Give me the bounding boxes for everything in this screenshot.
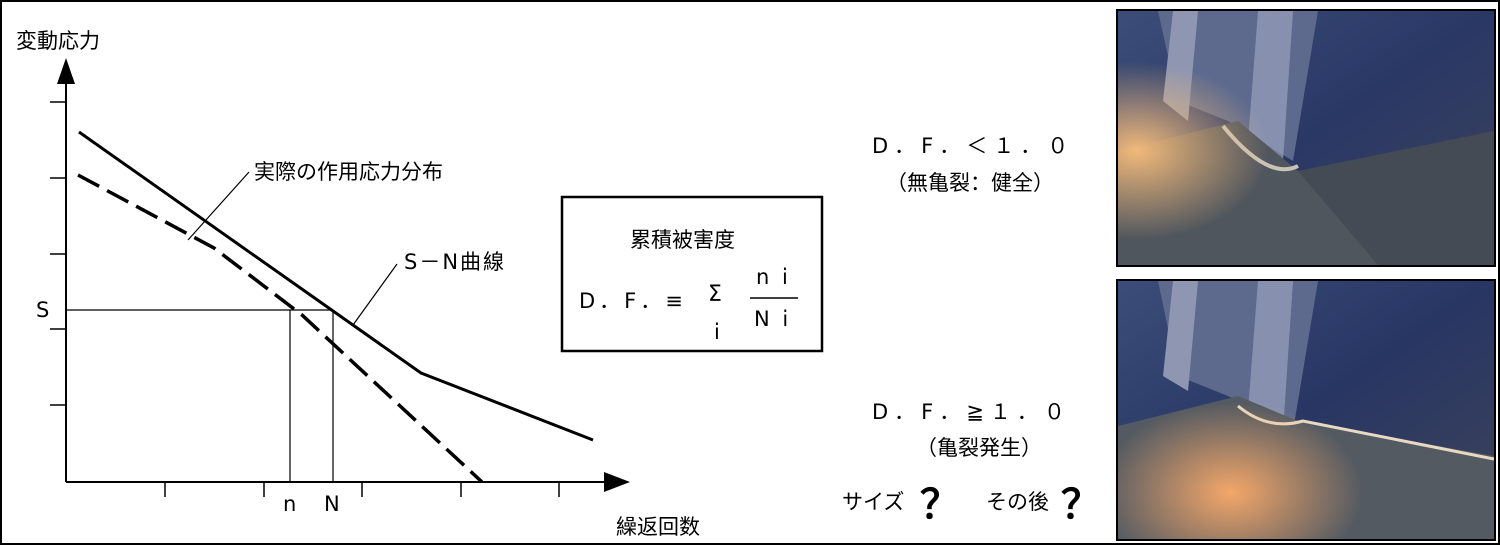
x-axis-arrow (604, 472, 630, 492)
s-label: S (36, 298, 50, 322)
x-axis-label: 繰返回数 (616, 515, 700, 539)
formula-sigma: Σ (708, 282, 722, 307)
n-large-label: N (324, 492, 340, 516)
sn-curve (78, 130, 594, 442)
y-ticks (50, 101, 66, 406)
sn-curve-leader (352, 263, 398, 326)
weld-photo-no-crack (1116, 9, 1496, 267)
actual-stress-leader (187, 171, 250, 241)
condition-safe: D．F．＜１．０ (872, 134, 1075, 158)
formula-numerator: n i (756, 265, 791, 289)
question-size-text: サイズ (842, 490, 905, 514)
weld-photo-crack (1116, 279, 1496, 541)
actual-stress-curve (77, 173, 484, 484)
sn-curve-label: S－N曲線 (404, 250, 507, 274)
y-axis-arrow (57, 58, 75, 84)
status-safe: （無亀裂：健全） (886, 171, 1054, 195)
question-after-mark: ？ (1061, 482, 1101, 528)
formula-title: 累積被害度 (630, 228, 735, 252)
y-axis-label: 変動応力 (16, 29, 100, 53)
condition-crack: D．F．≧１．０ (872, 400, 1071, 424)
actual-stress-label: 実際の作用応力分布 (254, 160, 443, 184)
formula-denominator: N i (754, 307, 792, 331)
status-crack: （亀裂発生） (916, 436, 1042, 460)
x-ticks (164, 482, 560, 497)
formula-index: i (714, 320, 720, 344)
n-small-label: n (283, 492, 297, 516)
formula-box (560, 195, 824, 353)
formula-lhs: D．F．≡ (579, 289, 687, 313)
question-size-mark: ？ (920, 482, 960, 528)
question-after-text: その後 (986, 490, 1049, 514)
